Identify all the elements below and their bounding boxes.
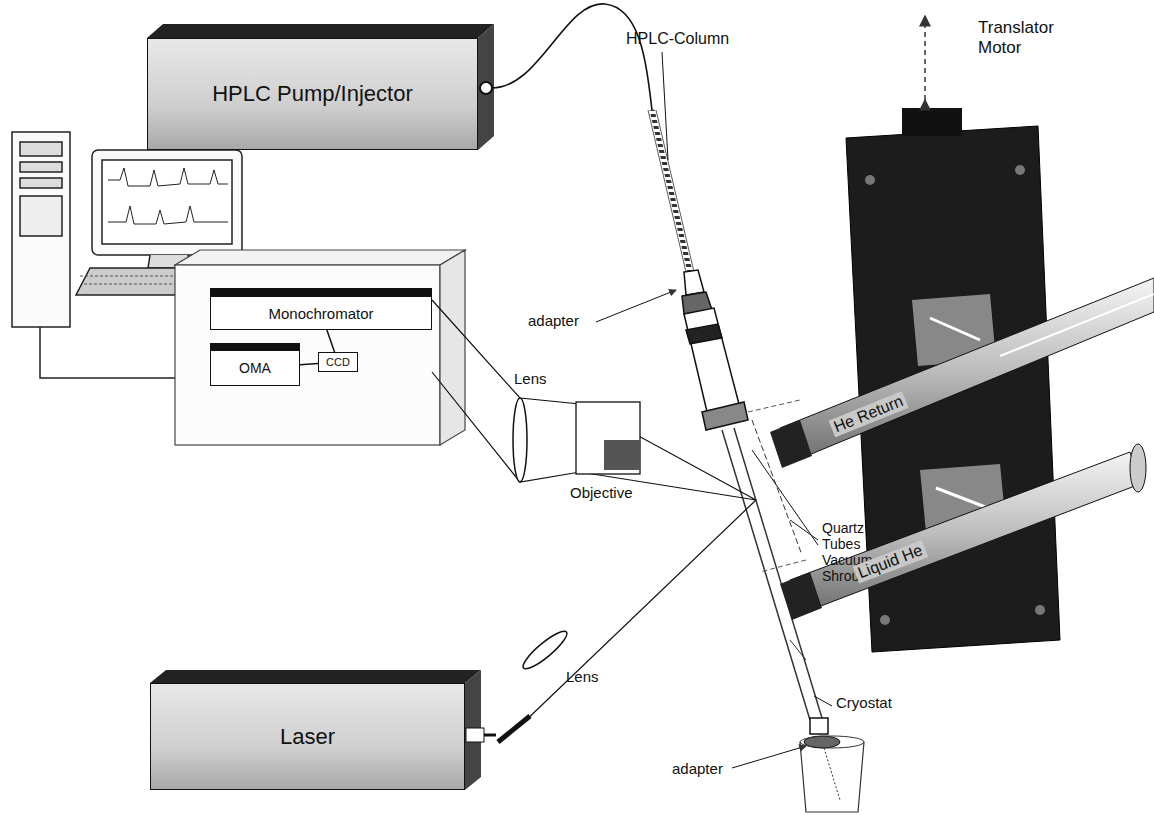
cryostat-label: Cryostat: [836, 694, 892, 711]
connector-line: [300, 363, 318, 364]
box-text: Monochromator: [268, 305, 373, 322]
box-text: OMA: [239, 360, 271, 376]
adapter-label: adapter: [528, 312, 579, 329]
box-text: CCD: [326, 356, 350, 368]
monochromator-box: Monochromator: [210, 296, 432, 330]
box-text: Laser: [280, 724, 335, 750]
column-label: HPLC-Column: [626, 30, 729, 48]
oma-box: OMA: [210, 350, 300, 386]
connector-line: [327, 330, 335, 352]
pump-box: HPLC Pump/Injector: [147, 38, 478, 150]
laser-box: Laser: [150, 683, 465, 790]
objective-label: Objective: [570, 484, 633, 501]
motor-label: Translator Motor: [978, 18, 1068, 57]
lens-label: Lens: [514, 370, 547, 387]
box-text: HPLC Pump/Injector: [212, 81, 413, 107]
adapter-label: adapter: [672, 760, 723, 777]
ccd-box: CCD: [318, 352, 358, 372]
lens-label: Lens: [566, 668, 599, 685]
